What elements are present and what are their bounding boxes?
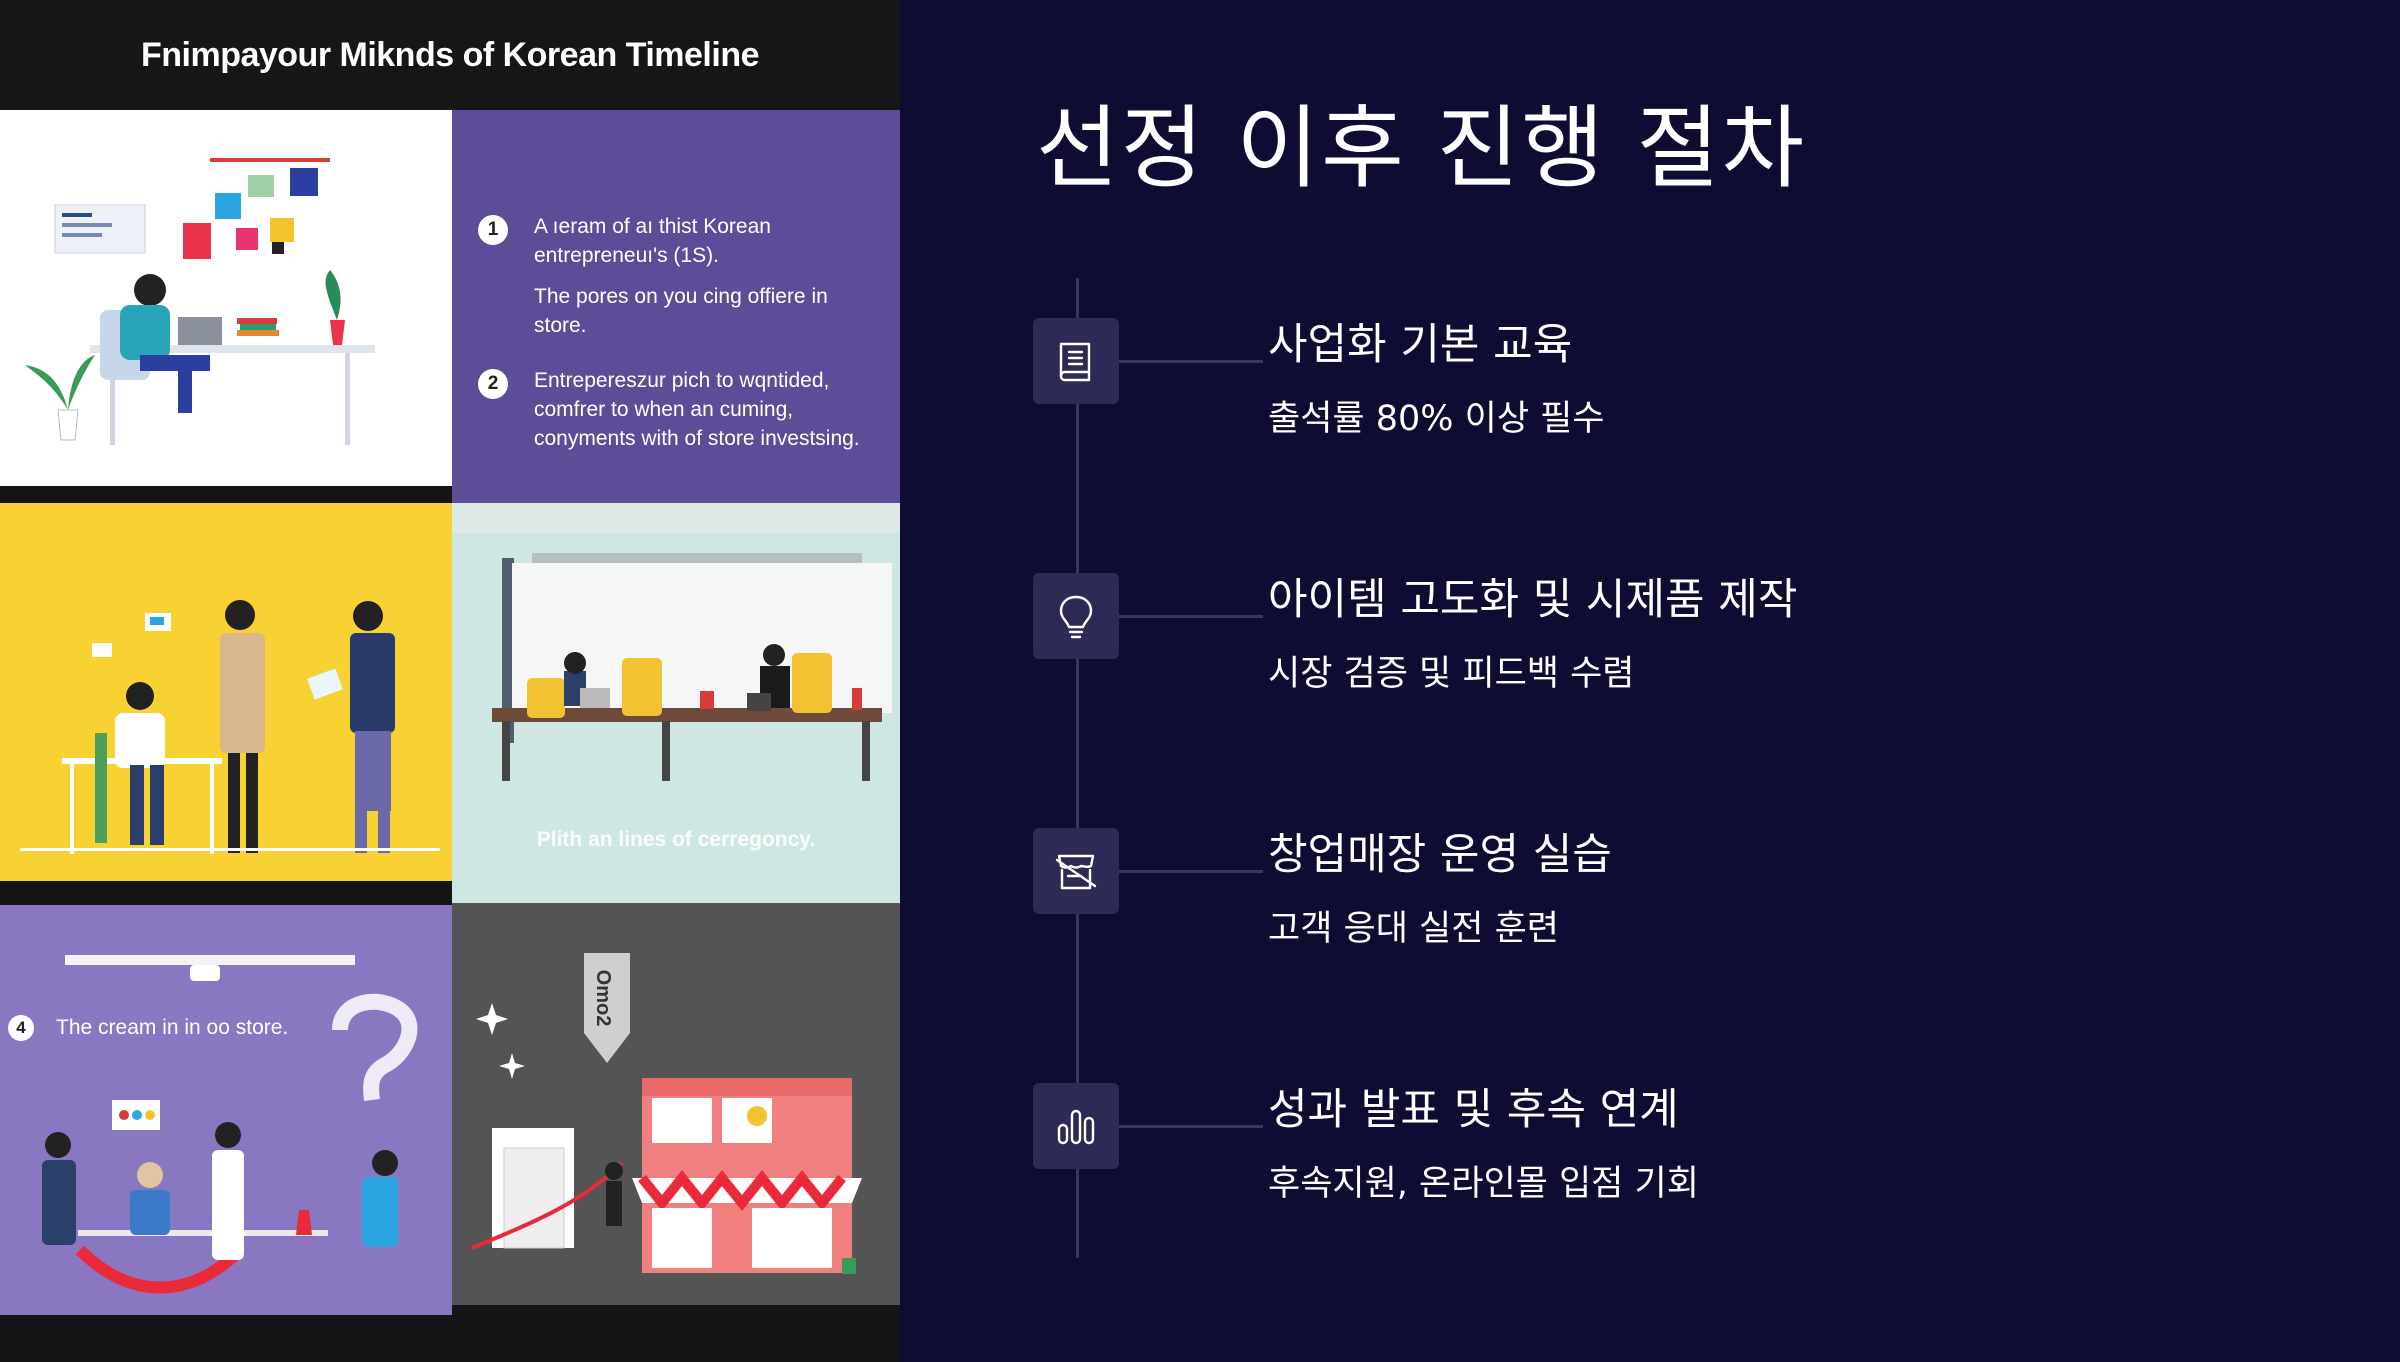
celebration-illustration: 4 The cream in in oo store. [0,905,452,1315]
timeline-item-education: 사업화 기본 교육 출석률 80% 이상 필수 [1033,318,2333,439]
step-line: Entrepereszur pich to wqntided, comfrer … [534,369,860,450]
collage-title: Fnimpayour Miknds of Korean Timeline [140,35,760,74]
book-icon [1033,318,1119,404]
office-illustration [0,110,452,486]
step-1: 1 A ıeram of aı thist Korean entrepreneu… [478,212,884,352]
timeline-item-title: 창업매장 운영 실습 [1268,830,1612,880]
timeline-item-prototype: 아이템 고도화 및 시제품 제작 시장 검증 및 피드백 수렴 [1033,573,2333,694]
timeline-item-presentation: 성과 발표 및 후속 연계 후속지원, 온라인몰 입점 기회 [1033,1083,2333,1204]
meeting-illustration [0,503,452,881]
timeline-item-subtitle: 시장 검증 및 피드백 수렴 [1268,654,1635,694]
timeline-item-subtitle: 고객 응대 실전 훈련 [1268,909,1559,949]
timeline-connector [1119,615,1263,618]
step-line: A ıeram of aı thist Korean entrepreneuı'… [534,215,771,267]
step-line: The pores on you cing offiere in store. [534,285,828,337]
coworking-illustration: Plith an lines of cerregoncy. [452,503,900,903]
steps-panel: 1 A ıeram of aı thist Korean entrepreneu… [452,110,900,503]
celebration-label: 4 The cream in in oo store. [8,1015,288,1041]
page-title: 선정 이후 진행 절차 [1036,96,1807,201]
timeline-item-title: 사업화 기본 교육 [1268,320,1573,370]
collage-title-bar: Fnimpayour Miknds of Korean Timeline [0,0,900,110]
store-opening-illustration: Omo2 [452,903,900,1305]
coworking-caption: Plith an lines of cerregoncy. [536,828,816,851]
store-icon [1033,828,1119,914]
step-number: 1 [478,215,508,245]
timeline-item-title: 성과 발표 및 후속 연계 [1268,1085,1679,1135]
timeline-connector [1119,1125,1263,1128]
timeline-item-title: 아이템 고도화 및 시제품 제작 [1268,575,1798,625]
celebration-text: The cream in in oo store. [56,1016,289,1039]
timeline-line [1076,278,1079,1258]
lightbulb-icon [1033,573,1119,659]
step-2: 2 Entrepereszur pich to wqntided, comfre… [478,366,884,465]
step-number: 2 [478,369,508,399]
timeline-item-subtitle: 출석률 80% 이상 필수 [1268,399,1605,439]
timeline-connector [1119,870,1263,873]
timeline-item-subtitle: 후속지원, 온라인몰 입점 기회 [1268,1164,1699,1204]
step-number: 4 [8,1015,34,1041]
timeline-item-store-practice: 창업매장 운영 실습 고객 응대 실전 훈련 [1033,828,2333,949]
store-sign-text: Omo2 [592,970,614,1027]
bar-chart-icon [1033,1083,1119,1169]
illustration-collage: Fnimpayour Miknds of Korean Timeline [0,0,900,1362]
timeline-connector [1119,360,1263,363]
